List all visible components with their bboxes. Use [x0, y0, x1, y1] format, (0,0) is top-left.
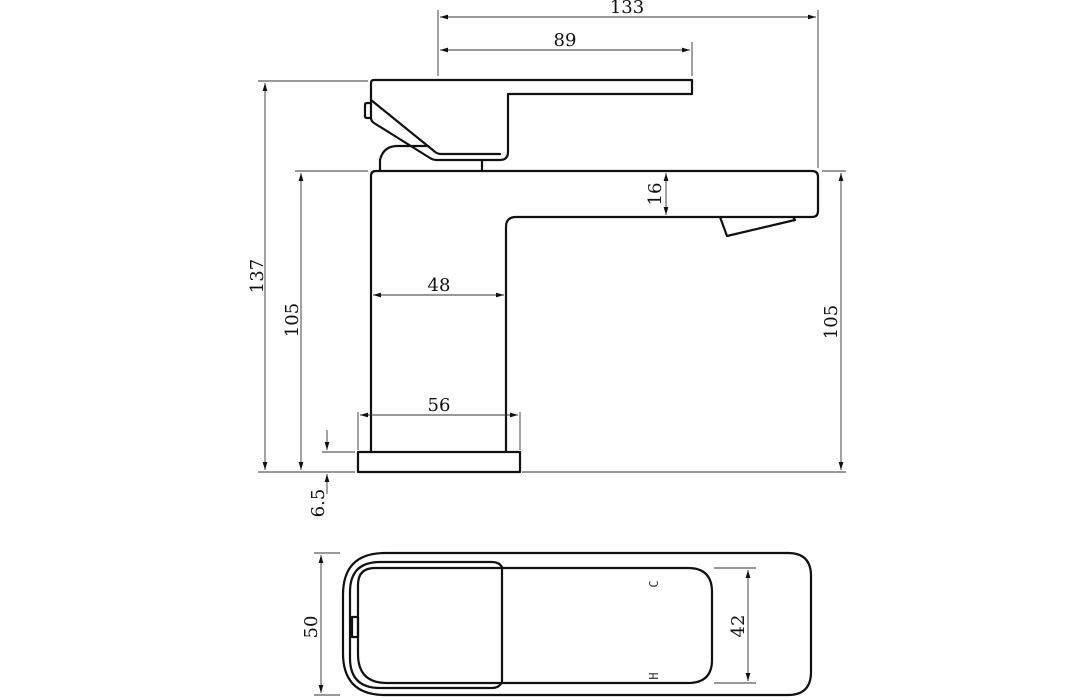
dimension-lines: 133 89 137 105 105 16 48 56 6.5	[247, 0, 846, 517]
aerator	[718, 215, 797, 238]
cold-marking: C	[647, 580, 661, 587]
dim-body-height-left: 105	[282, 303, 303, 337]
plan-dimension-lines: 50 42	[301, 552, 756, 696]
dim-lever-plan-width: 42	[728, 615, 749, 638]
plan-body-outline	[348, 560, 504, 690]
dim-base-width: 56	[428, 395, 451, 416]
lever-knob	[363, 101, 373, 120]
dim-spout-thickness: 16	[645, 183, 666, 206]
dim-base-thickness: 6.5	[308, 489, 329, 518]
hot-marking: H	[647, 672, 661, 679]
dim-body-width: 48	[428, 275, 451, 296]
dim-lever-length: 89	[554, 30, 577, 51]
cartridge-dome	[378, 144, 430, 173]
dim-plan-width: 50	[301, 616, 322, 639]
plan-base-outline	[341, 551, 813, 697]
plan-lever-stub	[350, 615, 360, 639]
lever-inner-line	[369, 98, 502, 156]
lever-handle	[369, 78, 694, 162]
base-plinth	[356, 450, 522, 474]
dim-overall-height: 137	[247, 259, 268, 293]
plan-view: C H	[341, 551, 813, 697]
tap-body-spout	[369, 169, 820, 454]
plan-lever-outline	[356, 566, 714, 685]
dim-body-height-right: 105	[821, 305, 842, 339]
side-elevation-view	[356, 78, 820, 474]
dim-overall-depth: 133	[610, 0, 644, 18]
